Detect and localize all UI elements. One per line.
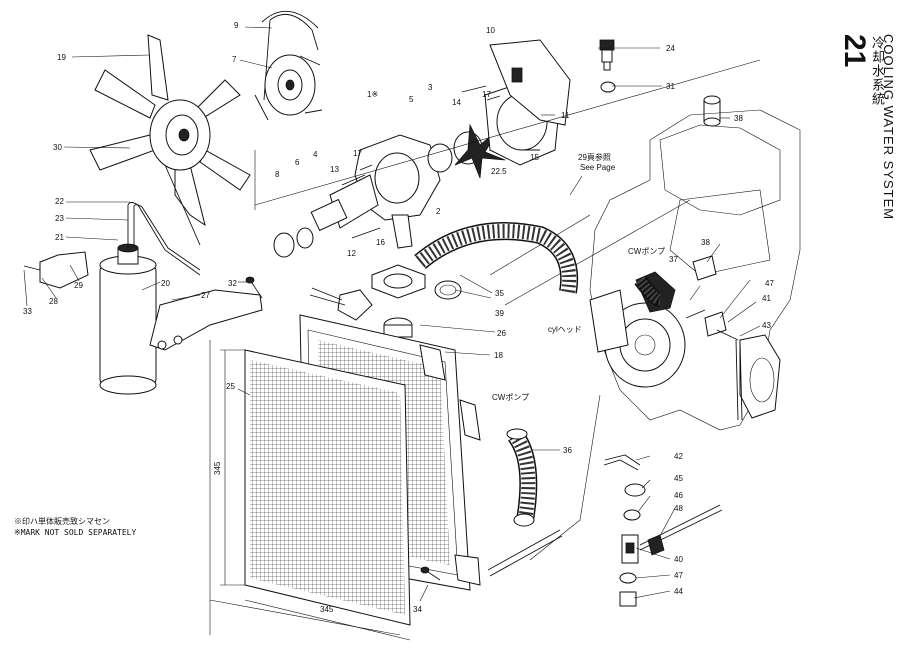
callout-30: 30 xyxy=(53,143,62,152)
cw-pump-label-lower: CWポンプ xyxy=(492,393,529,402)
callout-45: 45 xyxy=(674,474,683,483)
callout-37: 37 xyxy=(669,255,678,264)
section-number: 21 xyxy=(838,34,871,68)
callout-29: 29 xyxy=(74,281,83,290)
dimension-horizontal: 345 xyxy=(320,605,334,614)
callout-39: 39 xyxy=(495,309,504,318)
cooling-fan xyxy=(89,34,251,246)
note-jp: ※印ハ単体販売致シマセン xyxy=(14,516,110,526)
callout-46: 46 xyxy=(674,491,683,500)
callout-27: 27 xyxy=(201,291,210,300)
callout-19: 19 xyxy=(57,53,66,62)
bolts xyxy=(245,276,441,581)
callout-labels: 9 7 19 30 10 24 31 38 1※ 3 5 4 6 8 13 17… xyxy=(23,21,774,614)
callout-38-mid: 38 xyxy=(701,238,710,247)
see-page-label: See Page xyxy=(580,163,616,172)
callout-17b: 17 xyxy=(482,90,491,99)
reserve-tank xyxy=(23,202,263,395)
callout-1: 1※ xyxy=(367,90,378,99)
callout-35: 35 xyxy=(495,289,504,298)
cyl-head-label: cylヘッド xyxy=(548,325,582,334)
hose-clamp xyxy=(434,280,462,300)
callout-8: 8 xyxy=(275,170,280,179)
callout-4: 4 xyxy=(313,150,318,159)
callout-9: 9 xyxy=(234,21,239,30)
callout-42: 42 xyxy=(674,452,683,461)
engine-block xyxy=(589,109,801,431)
callout-17: 17 xyxy=(353,149,362,158)
callout-38-top: 38 xyxy=(734,114,743,123)
callout-48: 48 xyxy=(674,504,683,513)
callout-23: 23 xyxy=(55,214,64,223)
callout-3: 3 xyxy=(428,83,433,92)
callout-29-page: 29頁参照 xyxy=(578,152,611,162)
water-pump-assembly xyxy=(273,39,571,258)
section-title-jp: 冷却水系統 xyxy=(869,36,884,106)
callout-13: 13 xyxy=(330,165,339,174)
callout-28: 28 xyxy=(49,297,58,306)
connector-hose-37 xyxy=(634,275,662,307)
section-title-en: COOLING WATER SYSTEM xyxy=(881,34,896,221)
section-title-block: 21 冷却水系統 COOLING WATER SYSTEM xyxy=(837,34,896,284)
thermo-switch xyxy=(599,39,721,127)
callout-21: 21 xyxy=(55,233,64,242)
callout-40: 40 xyxy=(674,555,683,564)
radiator-screen xyxy=(220,349,411,641)
callout-22-5: 22.5 xyxy=(491,167,507,176)
callout-22: 22 xyxy=(55,197,64,206)
callout-2: 2 xyxy=(436,207,441,216)
callout-25: 25 xyxy=(226,382,235,391)
callout-41: 41 xyxy=(762,294,771,303)
callout-43: 43 xyxy=(762,321,771,330)
callout-31: 31 xyxy=(666,82,675,91)
callout-47-upper: 47 xyxy=(765,279,774,288)
callout-26: 26 xyxy=(497,329,506,338)
callout-18: 18 xyxy=(494,351,503,360)
callout-36: 36 xyxy=(563,446,572,455)
callout-6: 6 xyxy=(295,158,300,167)
callout-33: 33 xyxy=(23,307,32,316)
leader-lines xyxy=(23,26,761,602)
notes-block: ※印ハ単体販売致シマセン ※MARK NOT SOLD SEPARATELY xyxy=(14,516,136,537)
callout-20: 20 xyxy=(161,279,170,288)
callout-32: 32 xyxy=(228,279,237,288)
callout-34: 34 xyxy=(413,605,422,614)
fan-belt-pulley xyxy=(254,10,323,121)
callout-12: 12 xyxy=(347,249,356,258)
callout-5: 5 xyxy=(409,95,414,104)
callout-47-lower: 47 xyxy=(674,571,683,580)
upper-radiator-hose xyxy=(414,222,579,294)
callout-10: 10 xyxy=(486,26,495,35)
callout-15: 15 xyxy=(530,153,539,162)
note-en: ※MARK NOT SOLD SEPARATELY xyxy=(14,528,136,537)
lower-radiator-hose xyxy=(506,428,538,527)
callout-24: 24 xyxy=(666,44,675,53)
radiator-cap xyxy=(371,264,426,338)
callout-44: 44 xyxy=(674,587,683,596)
callout-11: 11 xyxy=(561,111,570,120)
drain-fittings xyxy=(487,454,723,607)
callout-16: 16 xyxy=(376,238,385,247)
cw-pump-label-upper: CWポンプ xyxy=(628,247,665,256)
callout-14: 14 xyxy=(452,98,461,107)
callout-7: 7 xyxy=(232,55,237,64)
dimension-vertical: 345 xyxy=(213,461,222,475)
